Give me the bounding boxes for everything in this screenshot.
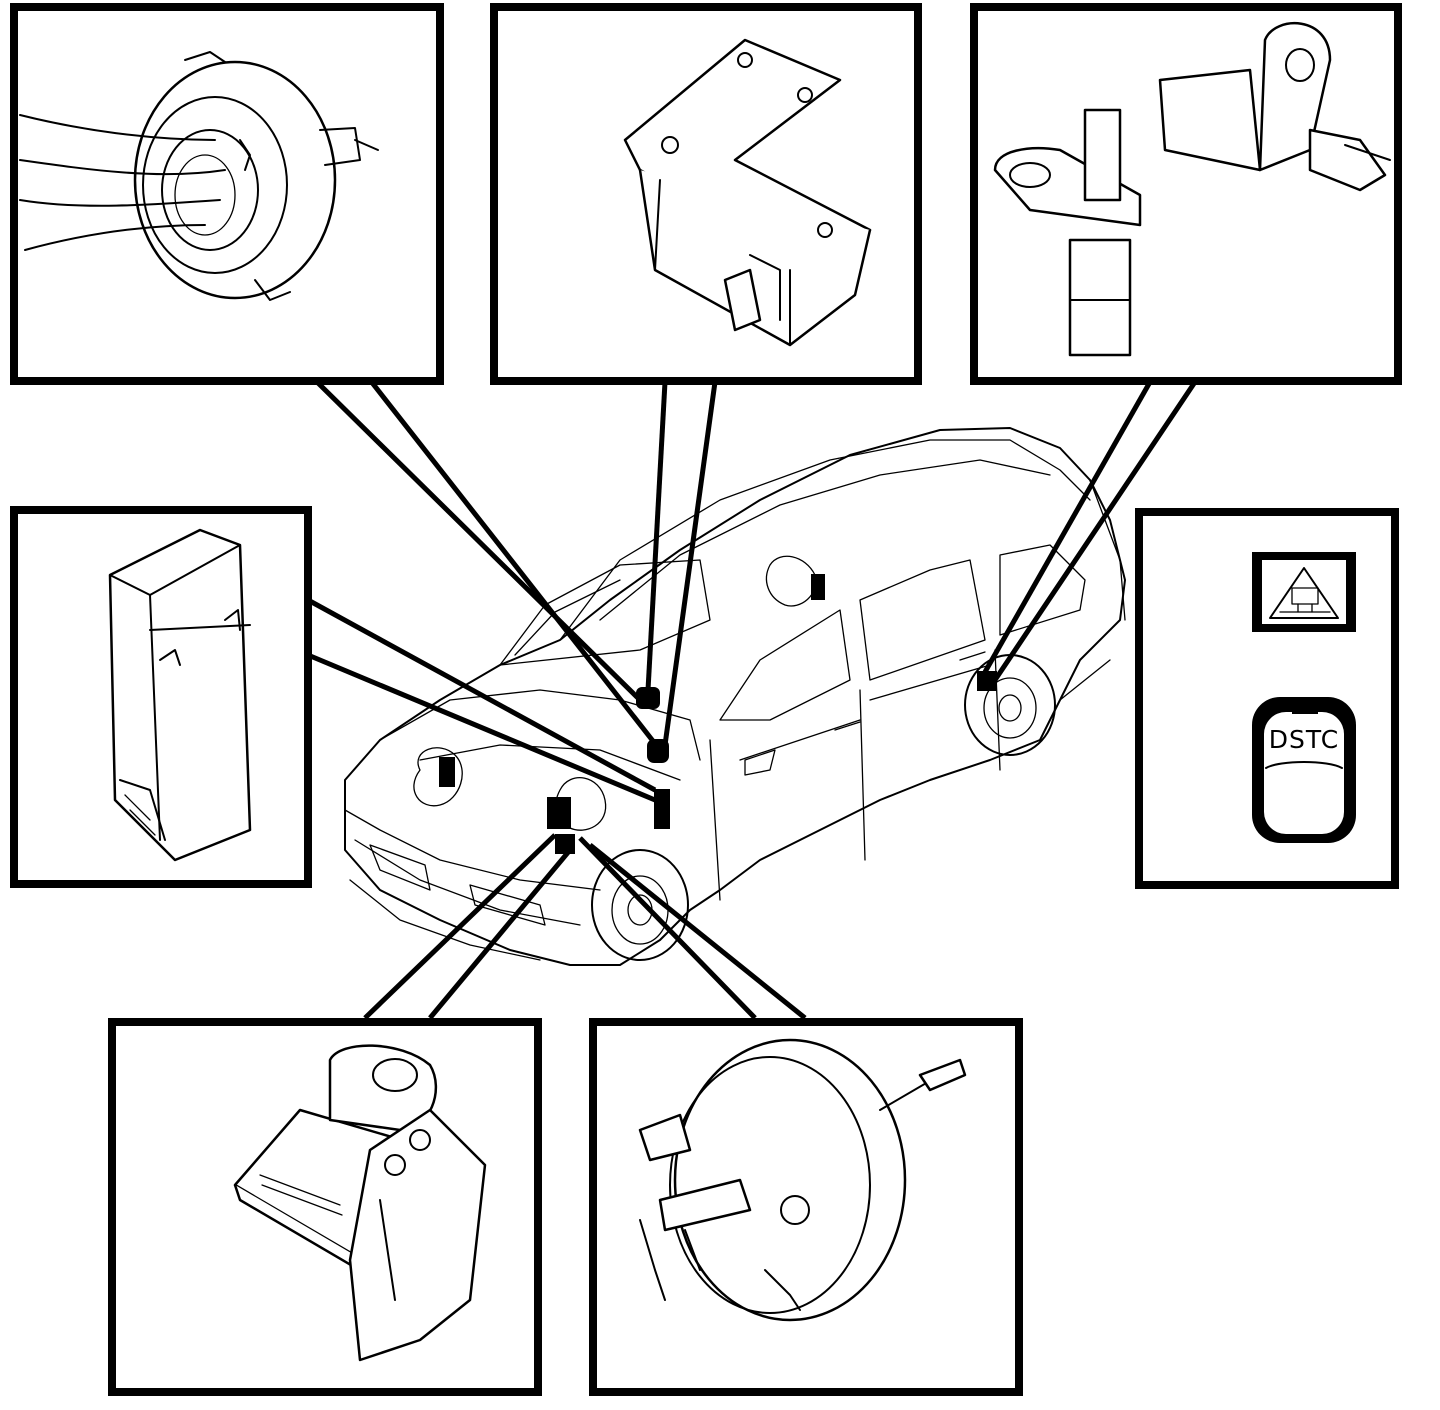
steering-angle-sensor-icon	[19, 51, 379, 301]
control-module-icon	[623, 38, 872, 347]
dstc-button-icon: DSTC	[1252, 697, 1356, 843]
hydraulic-modulator-icon	[233, 1044, 487, 1362]
panel-yaw-rate-sensor	[10, 506, 312, 888]
panel-brake-booster	[589, 1018, 1023, 1396]
dstc-label: DSTC	[1269, 725, 1339, 754]
yaw-sensor-module-icon	[108, 528, 252, 862]
callout-leaders	[306, 378, 1198, 1020]
panel-hydraulic-unit	[108, 1018, 542, 1396]
brake-booster-icon	[638, 1038, 967, 1322]
panel-indicators: DSTC	[1135, 508, 1399, 889]
car-illustration	[344, 427, 1126, 966]
panel-steering-wheel-sensor	[10, 3, 444, 385]
panel-control-module	[490, 3, 922, 385]
warning-lamp-icon	[1252, 552, 1356, 632]
panel-wheel-speed-sensor	[970, 3, 1402, 385]
wheel-sensor-icon	[993, 21, 1391, 357]
